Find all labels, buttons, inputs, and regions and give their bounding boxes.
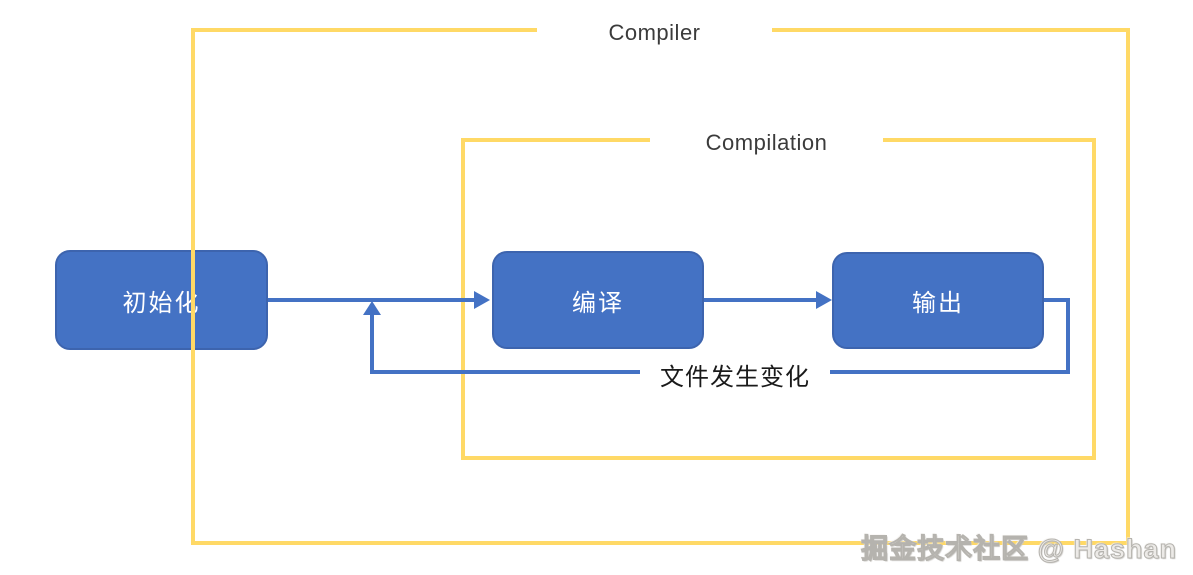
outer-frame-label: Compiler <box>537 15 772 51</box>
feedback-edge-label: 文件发生变化 <box>640 354 830 394</box>
compiler-label-text: Compiler <box>608 20 701 45</box>
feedback-line-up <box>370 314 374 374</box>
node-compile-label: 编译 <box>572 289 624 317</box>
compilation-label-text: Compilation <box>705 130 828 155</box>
node-init: 初始化 <box>55 250 268 350</box>
node-output-label: 输出 <box>912 290 964 317</box>
node-init-label: 初始化 <box>122 289 201 317</box>
feedback-line-bottom-left <box>374 370 640 374</box>
feedback-label-text: 文件发生变化 <box>660 363 810 391</box>
feedback-line-bottom-right <box>830 370 1070 374</box>
arrowhead-right-icon <box>474 291 490 309</box>
feedback-line-down <box>1066 298 1070 374</box>
inner-frame-label: Compilation <box>650 125 883 161</box>
feedback-line-from-output <box>1044 298 1070 302</box>
arrow-compile-to-output <box>704 298 816 302</box>
node-compile: 编译 <box>492 251 704 349</box>
arrowhead-right-icon <box>816 291 832 309</box>
arrow-init-to-compile <box>268 298 474 302</box>
arrowhead-up-icon <box>363 301 381 315</box>
watermark: 掘金技术社区 @ Hashan <box>861 534 1177 565</box>
node-output: 输出 <box>832 252 1044 349</box>
